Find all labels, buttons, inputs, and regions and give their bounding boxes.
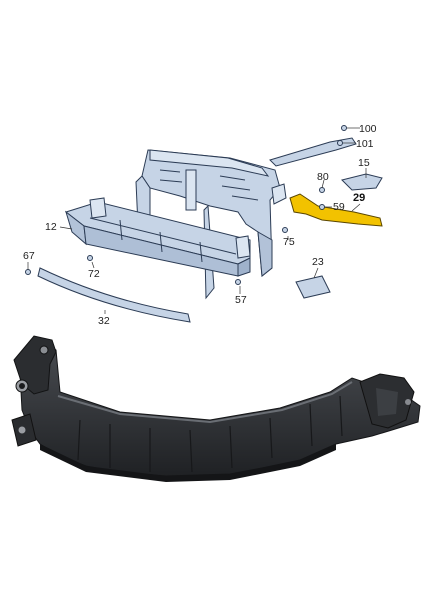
screw-icon bbox=[319, 187, 325, 193]
mount-hole-icon bbox=[18, 426, 26, 434]
callout-80: 80 bbox=[317, 171, 329, 183]
lower-strip-part bbox=[37, 267, 191, 323]
bumper-bar-part bbox=[64, 197, 251, 277]
exploded-view: 100 101 15 80 29 59 12 75 67 72 23 57 32 bbox=[23, 123, 383, 327]
screw-icon bbox=[87, 255, 93, 261]
callout-100: 100 bbox=[359, 123, 377, 135]
callout-67: 67 bbox=[23, 250, 35, 262]
screw-icon bbox=[337, 140, 343, 146]
leader-lines bbox=[27, 127, 367, 314]
screw-icons bbox=[25, 125, 347, 285]
screw-icon bbox=[319, 204, 325, 210]
bracket-part-15 bbox=[341, 173, 383, 191]
callout-75: 75 bbox=[283, 236, 295, 248]
callout-59: 59 bbox=[333, 201, 345, 213]
mount-hole-icon bbox=[39, 345, 49, 355]
callout-23: 23 bbox=[312, 256, 324, 268]
callout-labels: 100 101 15 80 29 59 12 75 67 72 23 57 32 bbox=[23, 123, 377, 327]
callout-72: 72 bbox=[88, 268, 100, 280]
guide-bracket-highlighted bbox=[289, 193, 383, 227]
callout-32: 32 bbox=[98, 315, 110, 327]
callout-101: 101 bbox=[356, 138, 374, 150]
callout-15: 15 bbox=[358, 157, 370, 169]
cover-part-23 bbox=[295, 275, 331, 299]
screw-icon bbox=[282, 227, 288, 233]
screw-icon bbox=[235, 279, 241, 285]
callout-29-highlighted: 29 bbox=[353, 192, 365, 204]
callout-57: 57 bbox=[235, 294, 247, 306]
upper-bracket-part-101 bbox=[269, 137, 357, 167]
screw-icon bbox=[25, 269, 31, 275]
screw-icon bbox=[341, 125, 347, 131]
product-photo-bracket bbox=[11, 335, 421, 482]
callout-12: 12 bbox=[45, 221, 57, 233]
mount-hole-icon bbox=[405, 399, 411, 405]
